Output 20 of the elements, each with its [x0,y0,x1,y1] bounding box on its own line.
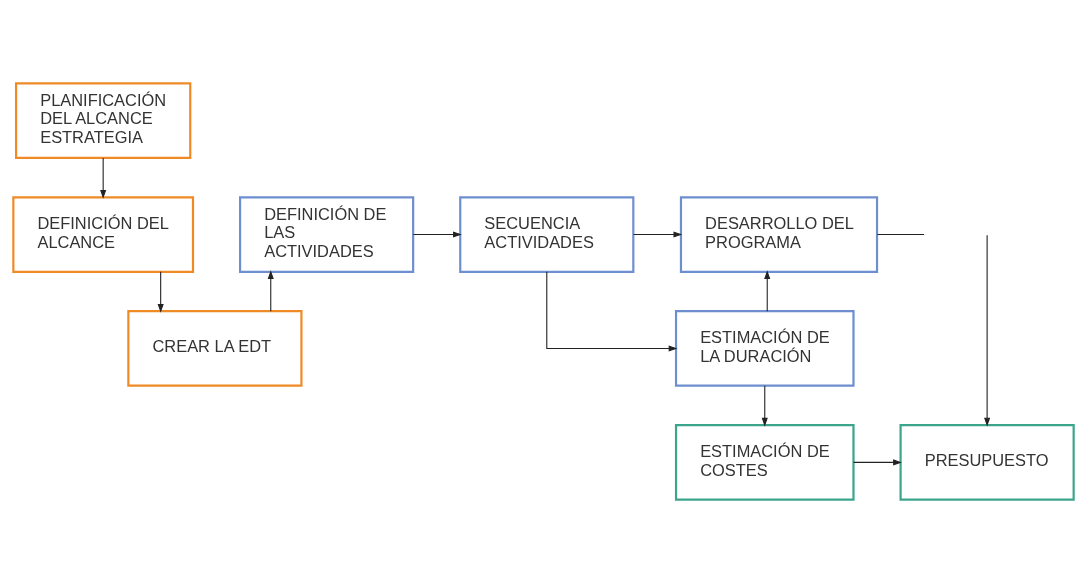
arrow [984,234,991,427]
arrow [633,230,683,238]
node-box: PRESUPUESTO [899,423,1075,501]
arrow [157,270,164,313]
connector [876,233,925,235]
node-box: DESARROLLO DEL PROGRAMA [679,195,879,273]
arrow [761,384,768,427]
node-box: DEFINICIÓN DEL ALCANCE [12,195,195,273]
node-box: SECUENCIA ACTIVIDADES [459,195,635,273]
arrow [546,270,678,352]
arrow [412,230,462,238]
node-box: ESTIMACIÓN DE COSTES [674,423,855,501]
node-box: DEFINICIÓN DE LAS ACTIVIDADES [239,195,415,273]
node-box: ESTIMACIÓN DE LA DURACIÓN [674,309,855,387]
node-box: PLANIFICACIÓN DEL ALCANCE ESTRATEGIA [15,81,192,159]
arrow [100,156,107,199]
node-box: CREAR LA EDT [127,309,303,387]
arrow [267,269,274,312]
arrow [764,269,771,312]
arrow [853,458,902,465]
